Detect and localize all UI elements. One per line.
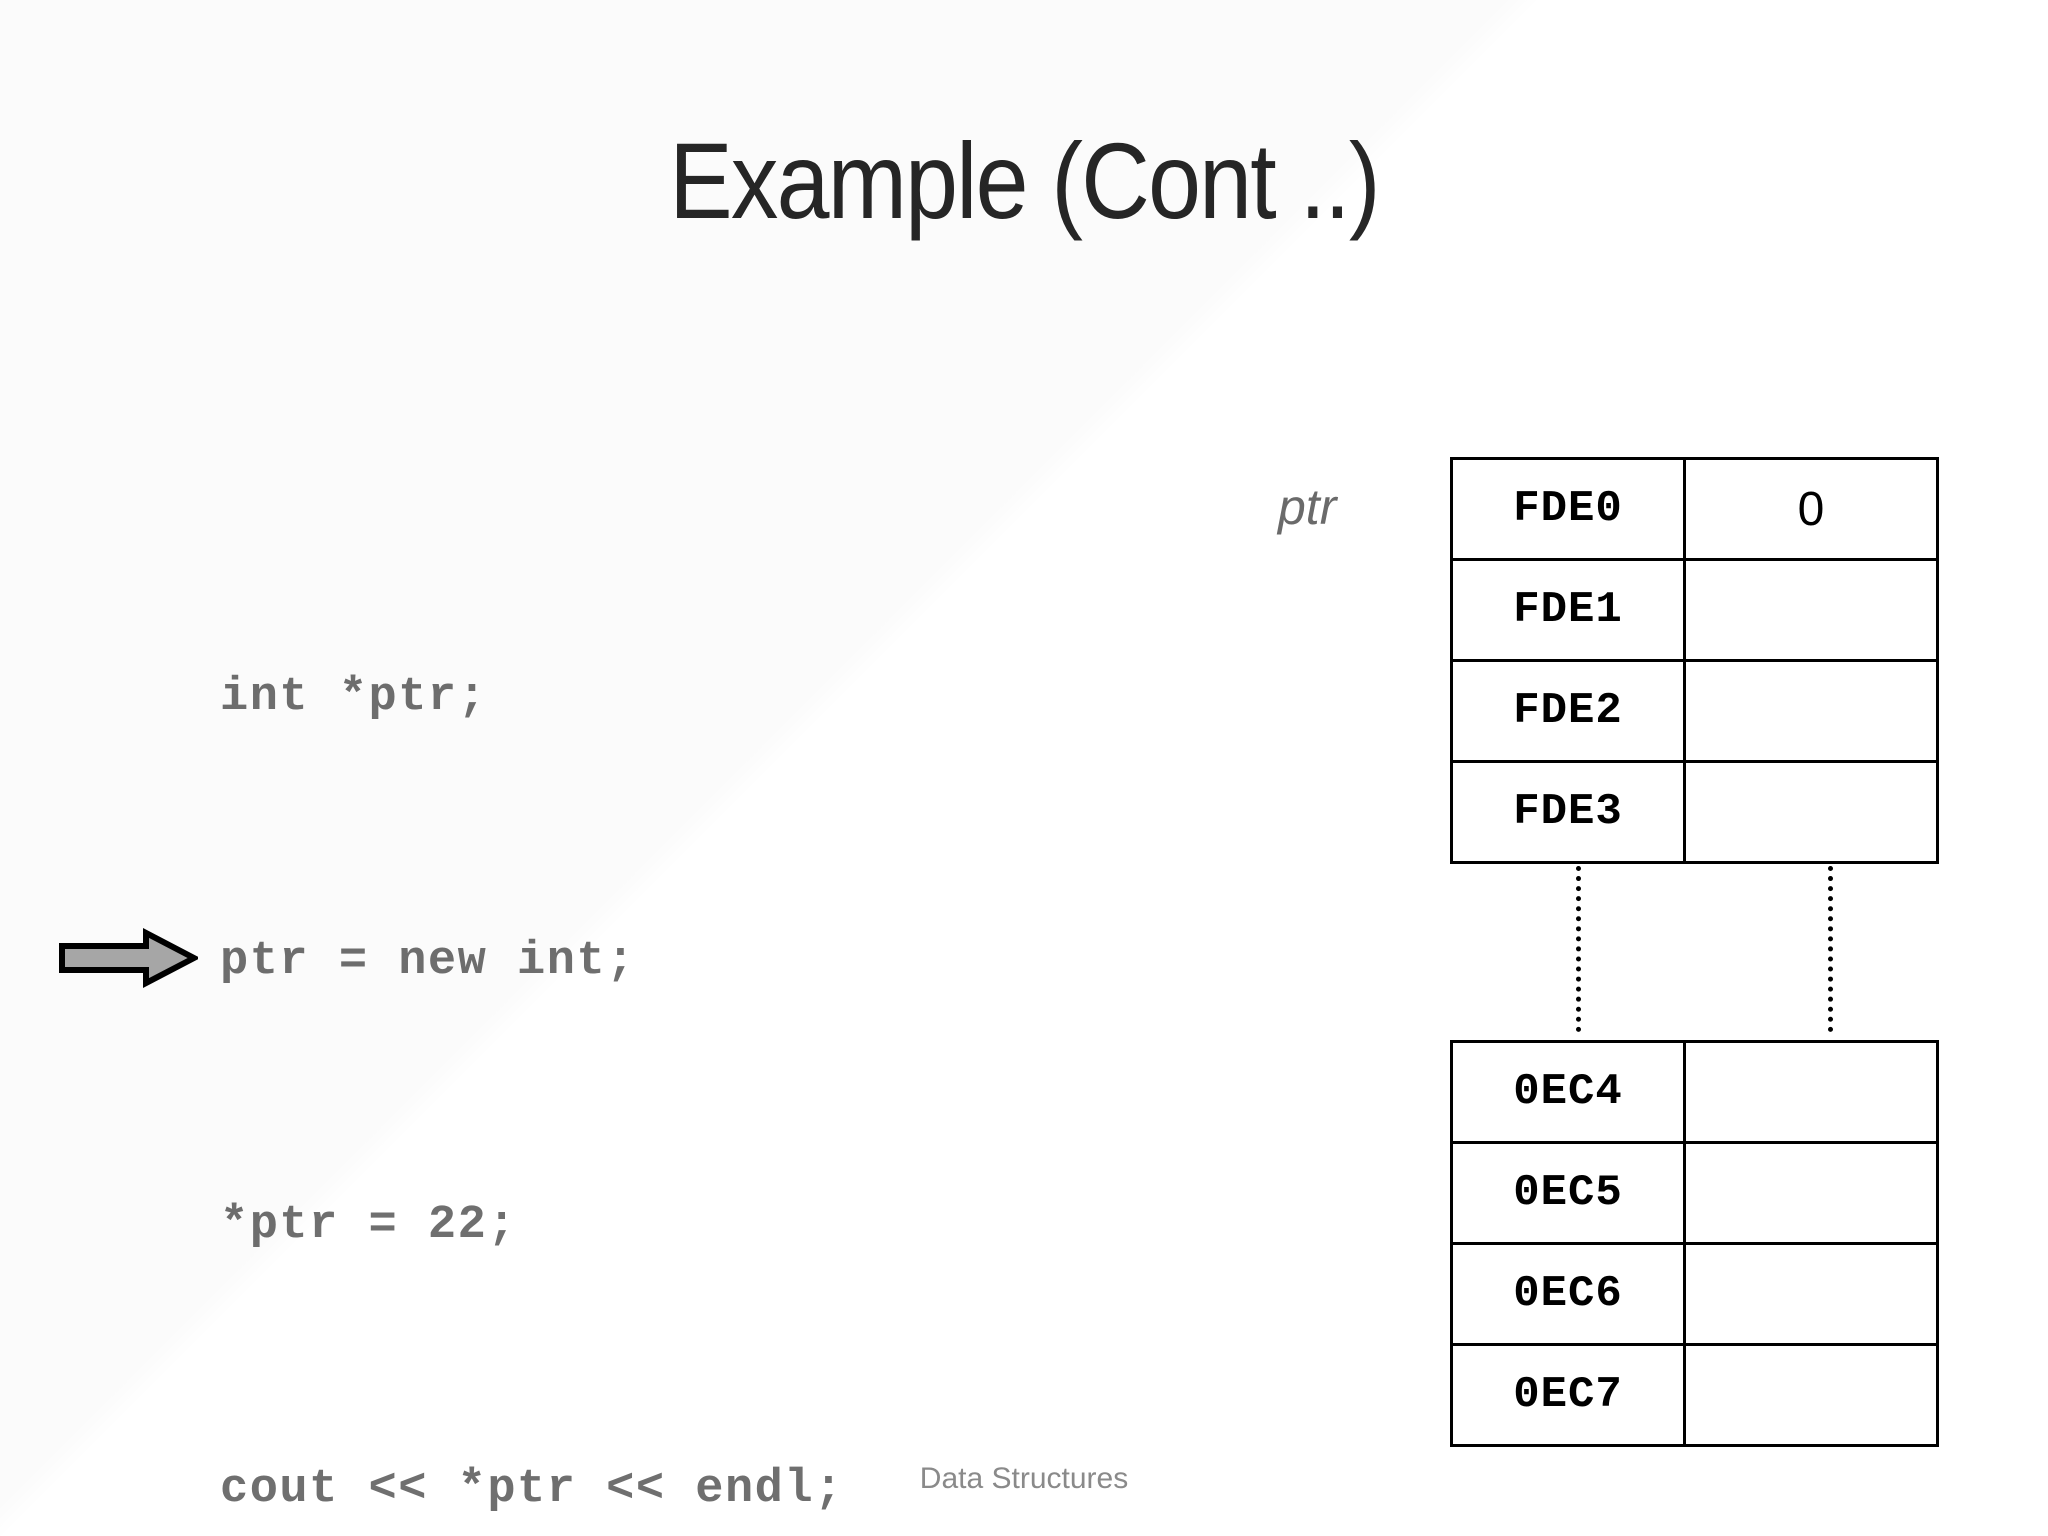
table-row: FDE1 (1450, 558, 1939, 662)
code-line: int *ptr; (220, 671, 488, 724)
memory-value-cell (1683, 1242, 1939, 1346)
memory-table-bottom: 0EC4 0EC5 0EC6 0EC7 (1450, 1040, 1939, 1447)
table-row: FDE0 0 (1450, 457, 1939, 561)
memory-address-cell: 0EC5 (1450, 1141, 1686, 1245)
memory-address-cell: FDE1 (1450, 558, 1686, 662)
page-title: Example (Cont ..) (669, 120, 1380, 241)
table-row: FDE3 (1450, 760, 1939, 864)
right-block-arrow-icon (59, 928, 198, 988)
memory-value-cell (1683, 659, 1939, 763)
table-row: 0EC4 (1450, 1040, 1939, 1144)
memory-address-cell: FDE3 (1450, 760, 1686, 864)
dotted-connector-right (1828, 866, 1833, 1032)
memory-value-cell: 0 (1683, 457, 1939, 561)
table-row: 0EC5 (1450, 1141, 1939, 1245)
memory-address-cell: FDE0 (1450, 457, 1686, 561)
memory-address-cell: 0EC7 (1450, 1343, 1686, 1447)
memory-address-cell: 0EC6 (1450, 1242, 1686, 1346)
pointer-variable-label: ptr (1278, 479, 1337, 535)
table-row: 0EC7 (1450, 1343, 1939, 1447)
code-listing: int *ptr; ptr = new int; *ptr = 22; cout… (220, 478, 844, 1536)
memory-value-cell (1683, 558, 1939, 662)
memory-address-cell: 0EC4 (1450, 1040, 1686, 1144)
code-line: ptr = new int; (220, 935, 636, 988)
code-line: cout << *ptr << endl; (220, 1463, 844, 1516)
memory-value-cell (1683, 1343, 1939, 1447)
code-line: *ptr = 22; (220, 1199, 518, 1252)
memory-address-cell: FDE2 (1450, 659, 1686, 763)
memory-value-cell (1683, 1141, 1939, 1245)
memory-table-top: FDE0 0 FDE1 FDE2 FDE3 (1450, 457, 1939, 864)
slide-footer: Data Structures (919, 1462, 1129, 1495)
dotted-connector-left (1576, 866, 1581, 1032)
memory-value-cell (1683, 760, 1939, 864)
table-row: 0EC6 (1450, 1242, 1939, 1346)
table-row: FDE2 (1450, 659, 1939, 763)
memory-value-cell (1683, 1040, 1939, 1144)
